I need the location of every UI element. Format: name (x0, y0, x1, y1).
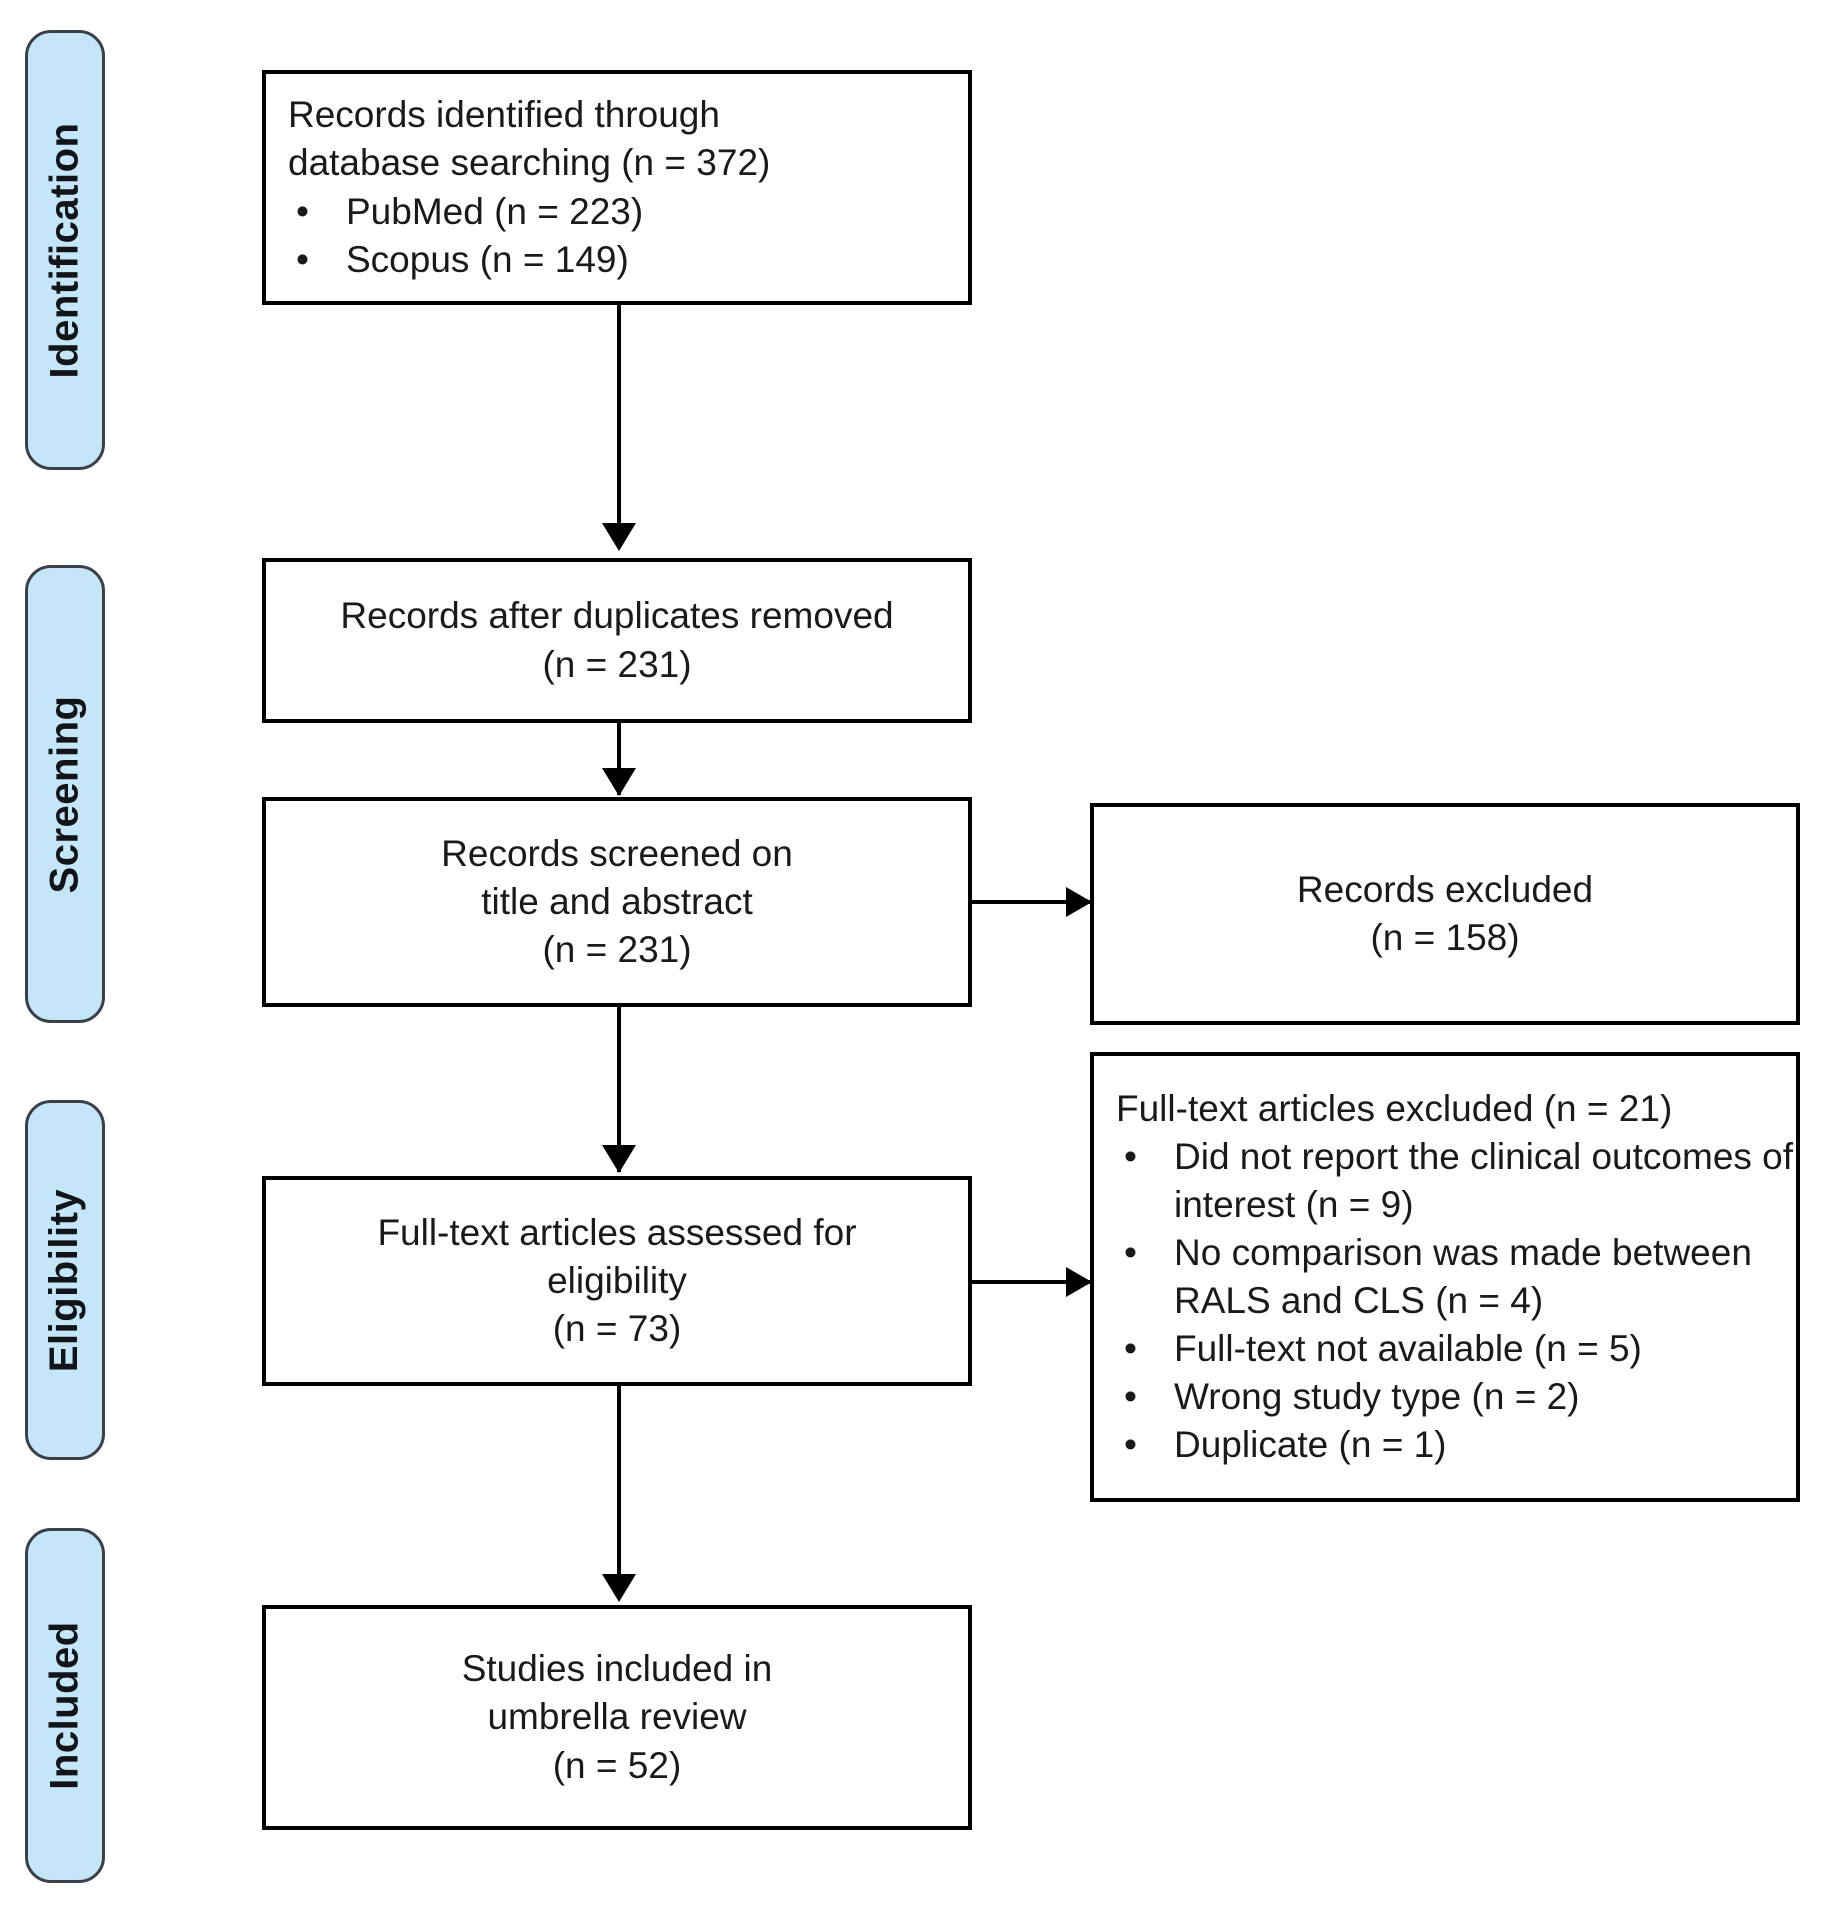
reason-no-outcomes: Did not report the clinical outcomes of … (1174, 1135, 1794, 1225)
bullet-glyph-icon: • (296, 238, 309, 280)
fulltext-assessed-line-1: Full-text articles assessed for (377, 1211, 857, 1253)
stage-tab-screening: Screening (25, 565, 105, 1023)
list-item: • Full-text not available (n = 5) (1116, 1325, 1796, 1373)
box-studies-included: Studies included in umbrella review (n =… (262, 1605, 972, 1830)
box-records-screened: Records screened on title and abstract (… (262, 797, 972, 1007)
arrow-right-icon (1066, 887, 1092, 917)
reason-wrong-study-type: Wrong study type (n = 2) (1174, 1376, 1580, 1418)
stage-tab-eligibility: Eligibility (25, 1100, 105, 1460)
list-item: • Wrong study type (n = 2) (1116, 1373, 1796, 1421)
connector-fulltext-to-excluded (970, 1280, 1090, 1284)
list-item: • Scopus (n = 149) (288, 236, 968, 284)
after-duplicates-line-1: Records after duplicates removed (340, 595, 894, 637)
records-excluded-line-2: (n = 158) (1370, 917, 1520, 958)
fulltext-assessed-line-2: eligibility (547, 1259, 687, 1301)
connector-identified-to-duplicates (617, 305, 621, 525)
reason-no-comparison: No comparison was made between RALS and … (1174, 1231, 1752, 1321)
records-identified-line-1: Records identified through (288, 94, 720, 136)
connector-duplicates-to-screened (617, 723, 621, 795)
fulltext-excluded-reason-list: • Did not report the clinical outcomes o… (1094, 1133, 1796, 1470)
stage-label-screening: Screening (42, 695, 87, 893)
records-identified-source-list: • PubMed (n = 223) • Scopus (n = 149) (266, 188, 968, 284)
bullet-glyph-icon: • (1124, 1376, 1137, 1418)
source-pubmed: PubMed (n = 223) (346, 190, 644, 232)
after-duplicates-line-2: (n = 231) (542, 643, 692, 685)
list-item: • Duplicate (n = 1) (1116, 1421, 1796, 1469)
arrow-right-icon (1066, 1267, 1092, 1297)
bullet-glyph-icon: • (1124, 1424, 1137, 1466)
records-excluded-line-1: Records excluded (1296, 868, 1594, 910)
arrow-down-icon (602, 1145, 636, 1173)
source-scopus: Scopus (n = 149) (346, 238, 629, 280)
connector-screened-to-fulltext (617, 1007, 621, 1172)
arrow-down-icon (602, 1574, 636, 1602)
records-screened-line-3: (n = 231) (542, 929, 692, 971)
connector-fulltext-to-included (617, 1386, 621, 1576)
list-item: • No comparison was made between RALS an… (1116, 1229, 1796, 1325)
fulltext-assessed-line-3: (n = 73) (552, 1308, 682, 1350)
box-records-excluded: Records excluded (n = 158) (1090, 803, 1800, 1025)
records-screened-line-2: title and abstract (481, 880, 753, 922)
stage-label-eligibility: Eligibility (42, 1188, 87, 1372)
box-fulltext-excluded: Full-text articles excluded (n = 21) • D… (1090, 1052, 1800, 1502)
stage-label-identification: Identification (42, 122, 87, 378)
box-records-identified: Records identified through database sear… (262, 70, 972, 305)
arrow-down-icon (602, 523, 636, 551)
stage-label-included: Included (42, 1621, 87, 1790)
box-records-after-duplicates: Records after duplicates removed (n = 23… (262, 558, 972, 723)
box-fulltext-assessed: Full-text articles assessed for eligibil… (262, 1176, 972, 1386)
stage-tab-included: Included (25, 1528, 105, 1883)
bullet-glyph-icon: • (296, 190, 309, 232)
stage-tab-identification: Identification (25, 30, 105, 470)
studies-included-line-2: umbrella review (487, 1696, 747, 1738)
arrow-down-icon (602, 768, 636, 796)
studies-included-line-3: (n = 52) (552, 1744, 682, 1786)
bullet-glyph-icon: • (1124, 1135, 1137, 1177)
reason-duplicate: Duplicate (n = 1) (1174, 1424, 1447, 1466)
bullet-glyph-icon: • (1124, 1231, 1137, 1273)
records-identified-line-2: database searching (n = 372) (288, 142, 771, 184)
list-item: • PubMed (n = 223) (288, 188, 968, 236)
studies-included-line-1: Studies included in (461, 1648, 773, 1690)
reason-fulltext-unavailable: Full-text not available (n = 5) (1174, 1328, 1642, 1370)
fulltext-excluded-heading: Full-text articles excluded (n = 21) (1116, 1087, 1673, 1129)
records-screened-line-1: Records screened on (441, 832, 793, 874)
list-item: • Did not report the clinical outcomes o… (1116, 1133, 1796, 1229)
bullet-glyph-icon: • (1124, 1328, 1137, 1370)
connector-screened-to-excluded (970, 900, 1090, 904)
